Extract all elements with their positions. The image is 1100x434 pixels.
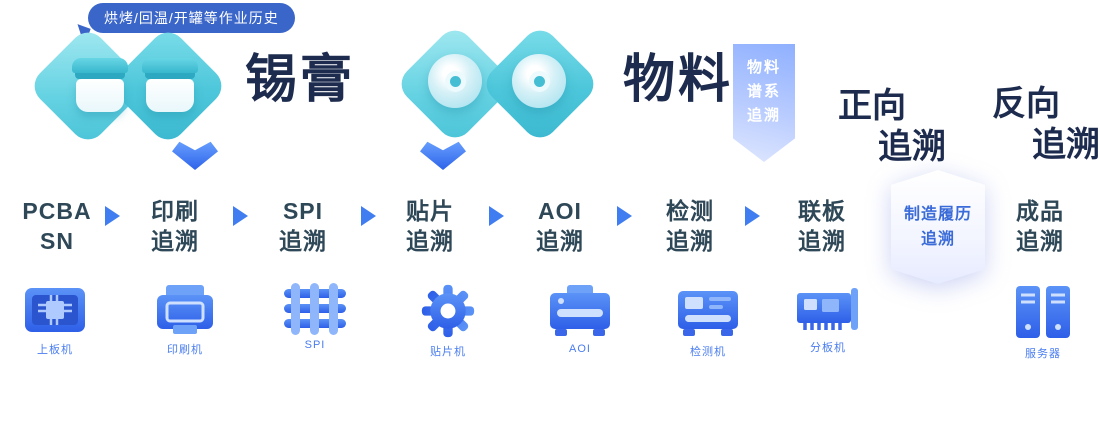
server-icon: [1016, 286, 1070, 338]
step-line: 追溯: [406, 228, 454, 254]
ribbon-line: 追溯: [920, 231, 955, 248]
step-line: 追溯: [536, 228, 584, 254]
arrow-right-icon: [617, 206, 632, 226]
flow-step-panel: 联板 追溯: [767, 196, 877, 256]
material-reel-icon: [512, 54, 566, 108]
jar-lip: [75, 73, 125, 79]
equipment-label: 分板机: [810, 342, 846, 354]
arrow-right-icon: [489, 206, 504, 226]
equipment-label: AOI: [569, 343, 591, 355]
step-line: 追溯: [798, 228, 846, 254]
test-machine-icon: [678, 291, 738, 336]
step-line: 联板: [798, 198, 846, 224]
flow-step-pcba-sn: PCBA SN: [2, 196, 112, 256]
pcb-board-icon: [25, 288, 85, 332]
equipment-item: AOI: [535, 283, 625, 355]
equipment-item: 分板机: [783, 283, 873, 355]
material-section-label: 物料: [623, 51, 734, 109]
flow-step-printing: 印刷 追溯: [120, 196, 230, 256]
solder-jar-icon: [142, 58, 198, 112]
equipment-label: 上板机: [37, 344, 73, 356]
solder-jar-icon: [72, 58, 128, 112]
step-line: 贴片: [406, 198, 454, 224]
arrow-right-icon: [233, 206, 248, 226]
ribbon-line: 制造履历: [903, 206, 972, 223]
equipment-label: SPI: [304, 339, 326, 351]
flow-step-spi: SPI 追溯: [248, 196, 358, 256]
manufacturing-history-ribbon: 制造履历 追溯: [891, 170, 985, 284]
arrow-right-icon: [745, 206, 760, 226]
flow-step-aoi: AOI 追溯: [505, 196, 615, 256]
printer-icon: [157, 285, 213, 334]
trace-label-line: 正向: [838, 87, 906, 125]
trace-label-line: 反向: [992, 85, 1060, 123]
down-chevron-icon: [420, 141, 466, 170]
equipment-item: 贴片机: [403, 283, 493, 359]
equipment-item: 上板机: [10, 283, 100, 357]
ribbon-line: 追溯: [746, 107, 781, 124]
step-line: PCBA: [22, 198, 92, 224]
solder-paste-section-label: 锡膏: [245, 51, 356, 109]
aoi-machine-icon: [550, 285, 610, 336]
equipment-label: 贴片机: [430, 346, 466, 358]
flow-step-test: 检测 追溯: [635, 196, 745, 256]
jar-body: [146, 79, 194, 112]
equipment-item: 服务器: [998, 283, 1088, 361]
arrow-right-icon: [361, 206, 376, 226]
equipment-label: 服务器: [1025, 348, 1061, 360]
material-reel-icon: [428, 54, 482, 108]
step-line: 追溯: [279, 228, 327, 254]
reel-hub: [528, 70, 550, 92]
material-genealogy-ribbon: 物料 谱系 追溯: [733, 44, 795, 162]
step-line: 追溯: [151, 228, 199, 254]
jar-lip: [145, 73, 195, 79]
trace-label-line: 追溯: [1032, 126, 1100, 164]
jar-lid: [142, 58, 198, 73]
jar-body: [76, 79, 124, 112]
stencil-mesh-icon: [284, 283, 346, 335]
operation-history-callout: 烘烤/回温/开罐等作业历史: [88, 3, 295, 33]
backward-trace-label: 反向 追溯: [992, 84, 1100, 166]
equipment-item: SPI: [270, 283, 360, 351]
equipment-item: 检测机: [663, 283, 753, 359]
trace-label-line: 追溯: [878, 128, 946, 166]
step-line: 追溯: [666, 228, 714, 254]
ribbon-line: 谱系: [746, 83, 781, 100]
equipment-item: 印刷机: [140, 283, 230, 357]
step-line: 检测: [666, 198, 714, 224]
equipment-label: 检测机: [690, 346, 726, 358]
pcb-card-icon: [797, 288, 858, 330]
down-chevron-icon: [172, 141, 218, 170]
ribbon-line: 物料: [746, 59, 781, 76]
flow-step-placement: 贴片 追溯: [375, 196, 485, 256]
gear-icon: [421, 284, 475, 338]
arrow-right-icon: [105, 206, 120, 226]
equipment-label: 印刷机: [167, 344, 203, 356]
reel-hub: [444, 70, 466, 92]
step-line: SN: [40, 228, 74, 254]
flow-step-finished-product: 成品 追溯: [985, 196, 1095, 256]
step-line: SPI: [282, 198, 324, 224]
step-line: AOI: [538, 198, 582, 224]
forward-trace-label: 正向 追溯: [838, 86, 946, 168]
jar-lid: [72, 58, 128, 73]
step-line: 追溯: [1016, 228, 1064, 254]
step-line: 印刷: [151, 198, 199, 224]
step-line: 成品: [1016, 198, 1064, 224]
